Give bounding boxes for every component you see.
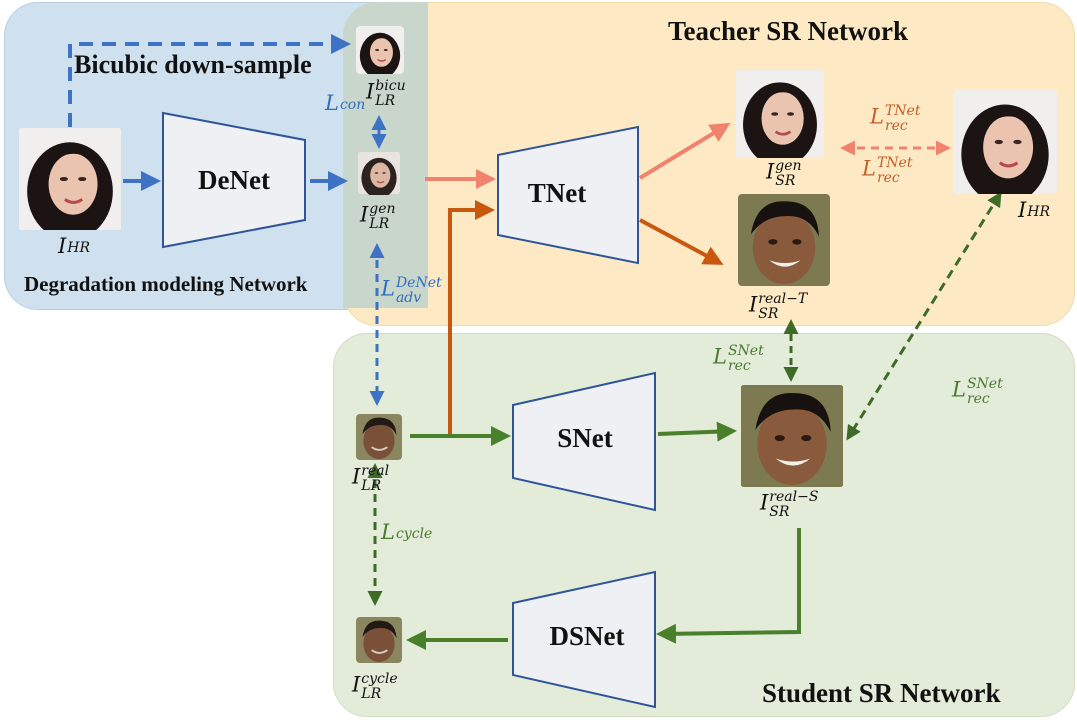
face-lr-gen-image: [358, 151, 400, 195]
face-sr-real-s-image: [740, 385, 844, 487]
snet-to-srreals-arrow: [657, 421, 737, 442]
degradation-network-title: Degradation modeling Network: [24, 272, 308, 296]
tnet-to-srrealt-arrow: [639, 218, 724, 265]
face-lr-cycle-image: [356, 617, 402, 663]
lrreal-to-tnet-arrow: [448, 200, 495, 436]
face-lr-bicu-image: [356, 26, 404, 74]
tnet-to-srgen-arrow: [638, 122, 731, 180]
snet-label: SNet: [557, 423, 613, 453]
face-hr-right-image: [953, 90, 1057, 194]
face-lr-real-image: [356, 414, 402, 460]
bicubic-label: Bicubic down-sample: [74, 50, 312, 79]
lrec-snet-diag-arrow: [846, 191, 1002, 441]
denet-label: DeNet: [198, 165, 270, 195]
teacher-network-title: Teacher SR Network: [668, 16, 908, 46]
tnet-block: [497, 125, 639, 265]
snet-block: [512, 371, 656, 512]
denet-block: [162, 111, 306, 249]
face-hr-left-image: [18, 128, 122, 230]
dsnet-label: DSNet: [549, 621, 625, 651]
tnet-label: TNet: [527, 178, 587, 208]
dsnet-block: [512, 570, 656, 709]
bicubic-arrow: [68, 34, 351, 127]
srreals-to-dsnet-arrow: [656, 528, 801, 644]
face-sr-gen-image: [735, 70, 825, 158]
student-network-title: Student SR Network: [762, 678, 1001, 708]
face-sr-real-t-image: [738, 194, 830, 286]
